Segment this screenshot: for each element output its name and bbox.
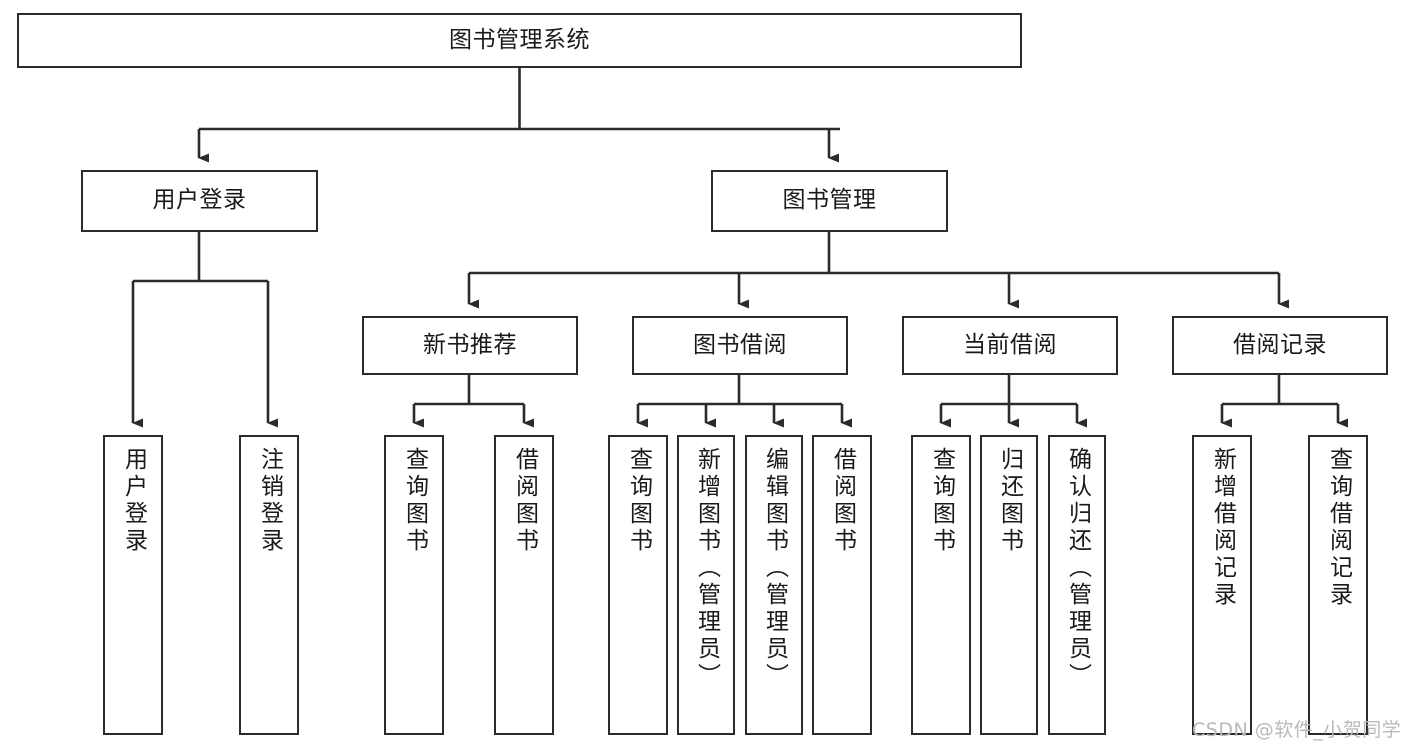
node-user-login[interactable]: 用户登录 — [81, 170, 318, 232]
node-leaf-return-book[interactable]: 归还图书 — [980, 435, 1038, 735]
node-leaf-borrow-book-2[interactable]: 借阅图书 — [812, 435, 872, 735]
node-leaf-query-record-label: 查询借阅记录 — [1325, 447, 1352, 609]
node-leaf-add-record[interactable]: 新增借阅记录 — [1192, 435, 1252, 735]
node-borrow-record[interactable]: 借阅记录 — [1172, 316, 1388, 375]
node-leaf-confirm-return[interactable]: 确认归还（管理员） — [1048, 435, 1106, 735]
node-leaf-borrow-book-1[interactable]: 借阅图书 — [494, 435, 554, 735]
node-leaf-borrow-book-2-label: 借阅图书 — [829, 447, 856, 555]
node-leaf-logout-login-label: 注销登录 — [256, 447, 283, 555]
node-leaf-query-book-2[interactable]: 查询图书 — [608, 435, 668, 735]
node-leaf-user-login-label: 用户登录 — [120, 447, 147, 555]
csdn-watermark: CSDN @软件_小贺同学 — [1192, 719, 1402, 741]
node-leaf-query-record[interactable]: 查询借阅记录 — [1308, 435, 1368, 735]
node-leaf-query-book-1[interactable]: 查询图书 — [384, 435, 444, 735]
node-leaf-user-login[interactable]: 用户登录 — [103, 435, 163, 735]
node-current-borrow-label: 当前借阅 — [963, 331, 1057, 358]
node-user-login-label: 用户登录 — [152, 187, 247, 214]
node-book-borrow[interactable]: 图书借阅 — [632, 316, 848, 375]
node-leaf-return-book-label: 归还图书 — [996, 447, 1023, 555]
node-leaf-borrow-book-1-label: 借阅图书 — [511, 447, 538, 555]
node-leaf-add-book[interactable]: 新增图书（管理员） — [677, 435, 735, 735]
node-book-management[interactable]: 图书管理 — [711, 170, 948, 232]
node-leaf-edit-book[interactable]: 编辑图书（管理员） — [745, 435, 803, 735]
node-leaf-query-book-1-label: 查询图书 — [401, 447, 428, 555]
node-leaf-confirm-return-label: 确认归还（管理员） — [1064, 447, 1091, 690]
node-book-management-label: 图书管理 — [782, 187, 877, 214]
node-leaf-logout-login[interactable]: 注销登录 — [239, 435, 299, 735]
node-new-book-recommend[interactable]: 新书推荐 — [362, 316, 578, 375]
node-leaf-edit-book-label: 编辑图书（管理员） — [761, 447, 788, 690]
node-borrow-record-label: 借阅记录 — [1233, 331, 1327, 358]
node-root-label: 图书管理系统 — [449, 26, 590, 53]
node-leaf-query-book-3[interactable]: 查询图书 — [911, 435, 971, 735]
node-new-book-recommend-label: 新书推荐 — [423, 331, 517, 358]
node-book-borrow-label: 图书借阅 — [693, 331, 787, 358]
node-leaf-add-book-label: 新增图书（管理员） — [693, 447, 720, 690]
node-root[interactable]: 图书管理系统 — [17, 13, 1022, 68]
node-leaf-query-book-2-label: 查询图书 — [625, 447, 652, 555]
node-leaf-query-book-3-label: 查询图书 — [928, 447, 955, 555]
node-current-borrow[interactable]: 当前借阅 — [902, 316, 1118, 375]
node-leaf-add-record-label: 新增借阅记录 — [1209, 447, 1236, 609]
